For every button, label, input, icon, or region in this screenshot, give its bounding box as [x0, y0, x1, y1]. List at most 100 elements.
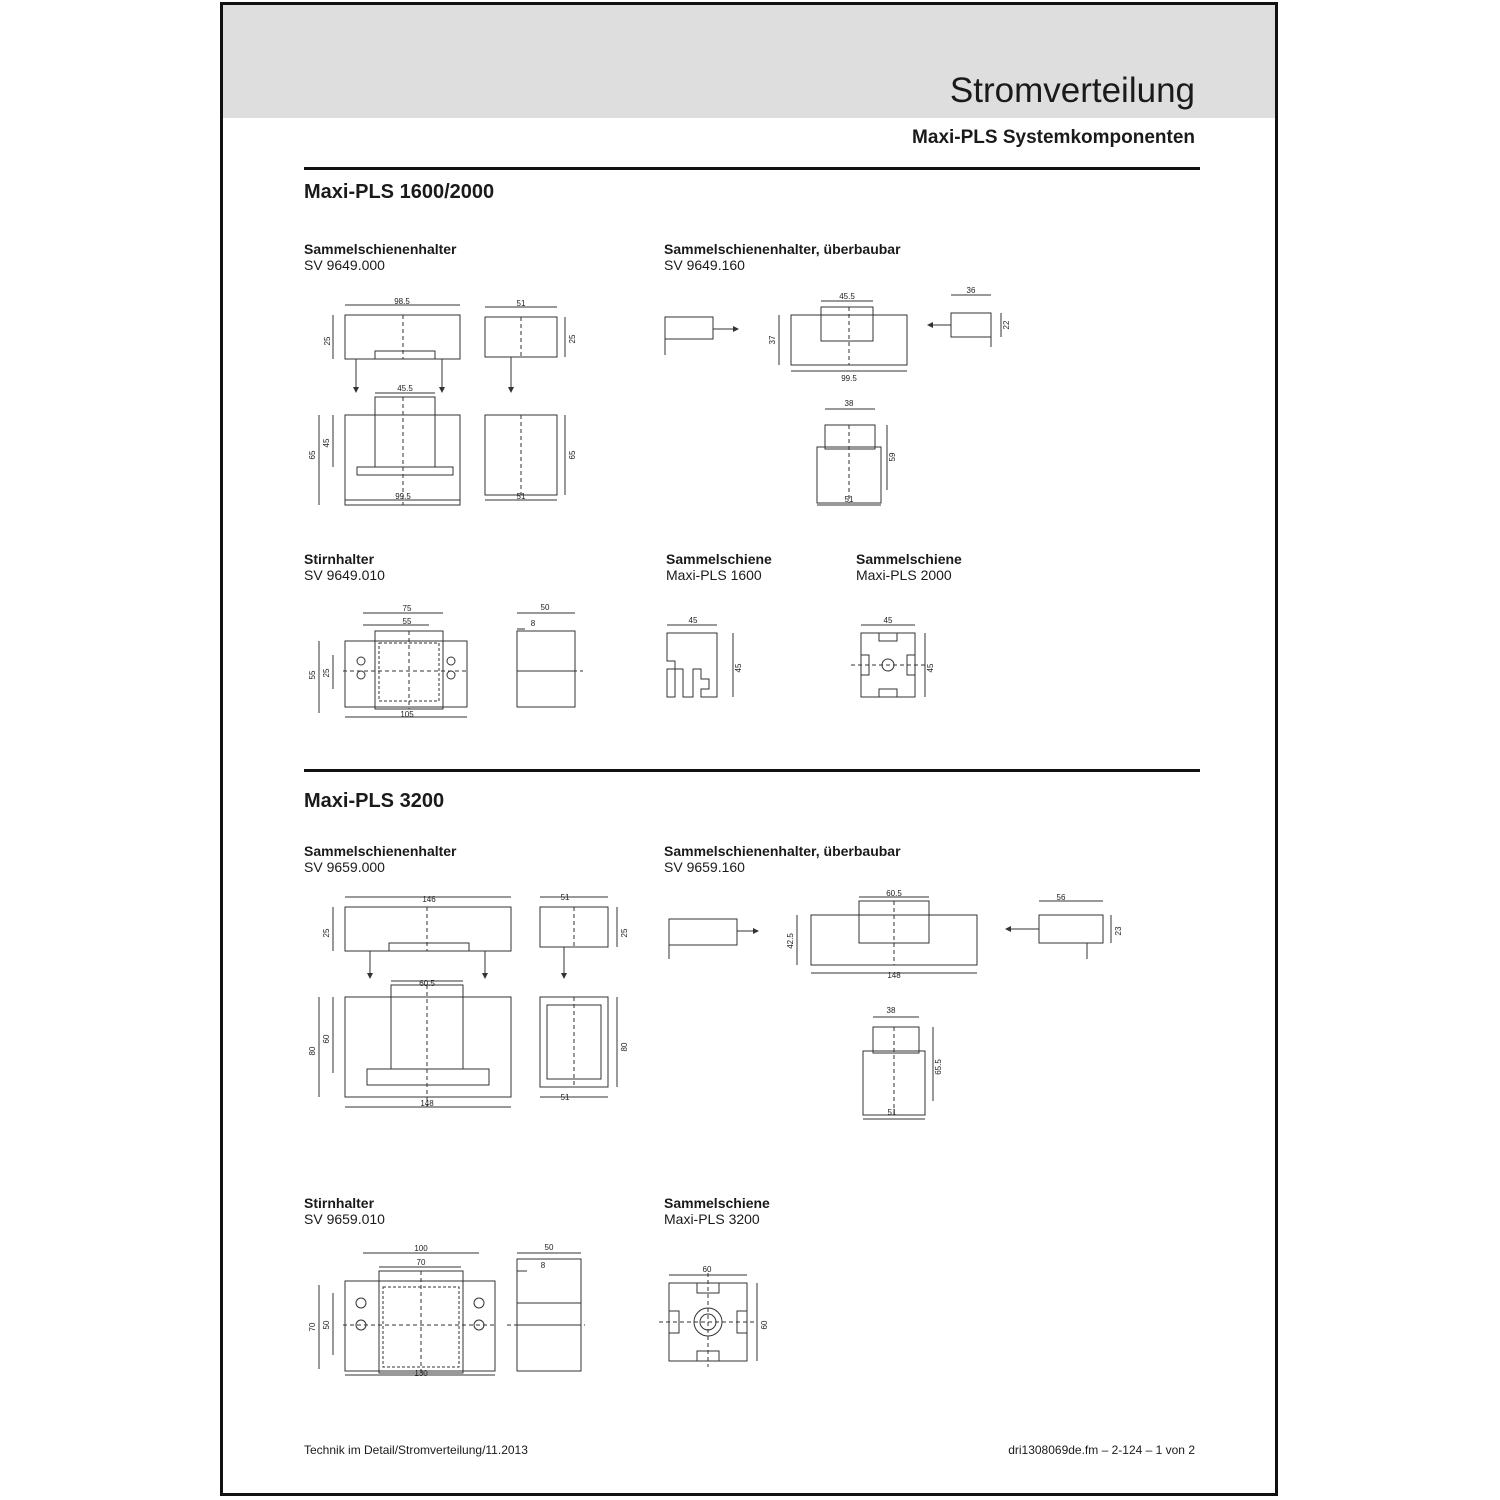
document-subtitle: Maxi-PLS Systemkomponenten	[912, 127, 1195, 148]
dimension-label: 146	[422, 895, 436, 904]
dimension-label: 55	[403, 617, 412, 626]
component-entry: Stirnhalter SV 9659.010	[304, 1195, 385, 1227]
dimension-label: 60	[322, 1034, 331, 1043]
dimension-label: 51	[845, 495, 854, 504]
component-entry: Sammelschienenhalter, überbaubar SV 9659…	[664, 843, 901, 875]
document-page: Stromverteilung Maxi-PLS Systemkomponent…	[220, 2, 1278, 1496]
dimension-label: 50	[541, 603, 550, 612]
component-name: Sammelschiene	[664, 1195, 770, 1211]
dimension-label: 22	[1002, 320, 1011, 329]
dimension-label: 51	[517, 492, 526, 501]
dimension-label: 51	[561, 893, 570, 902]
dimension-label: 37	[768, 335, 777, 344]
dimension-label: 98.5	[394, 297, 410, 306]
section-title: Maxi-PLS 1600/2000	[304, 181, 495, 203]
component-name: Stirnhalter	[304, 551, 375, 567]
dimension-label: 65.5	[934, 1059, 943, 1075]
dimension-label: 8	[541, 1261, 546, 1270]
component-code: SV 9649.000	[304, 257, 385, 273]
dimension-label: 42.5	[786, 933, 795, 949]
document-title: Stromverteilung	[949, 71, 1195, 110]
dimension-label: 60.5	[419, 979, 435, 988]
busbar-holder-overbuildable-drawing: 45.5 37 99.5 36 22 38 59 51	[664, 286, 1011, 506]
dimension-label: 99.5	[395, 492, 411, 501]
dimension-label: 25	[323, 336, 332, 345]
dimension-label: 59	[888, 452, 897, 461]
section-title: Maxi-PLS 3200	[304, 790, 445, 812]
dimension-label: 25	[620, 928, 629, 937]
component-entry: Sammelschiene Maxi-PLS 2000	[856, 551, 962, 583]
dimension-label: 45.5	[397, 384, 413, 393]
component-code: Maxi-PLS 1600	[666, 567, 762, 583]
dimension-label: 56	[1057, 893, 1066, 902]
header-band	[223, 5, 1275, 118]
component-code: Maxi-PLS 3200	[664, 1211, 760, 1227]
component-entry: Sammelschienenhalter SV 9659.000	[304, 843, 457, 875]
dimension-label: 105	[400, 710, 414, 719]
busbar-3200-drawing: 60 60	[659, 1265, 769, 1367]
component-name: Sammelschienenhalter	[304, 843, 457, 859]
component-name: Sammelschiene	[856, 551, 962, 567]
dimension-label: 100	[414, 1244, 428, 1253]
dimension-label: 70	[417, 1258, 426, 1267]
busbar-holder-3200-drawing: 146 25 51 25 60.5 80 60 148 80 51	[308, 893, 629, 1108]
component-code: SV 9649.010	[304, 567, 385, 583]
component-code: SV 9659.010	[304, 1211, 385, 1227]
dimension-label: 45	[926, 663, 935, 672]
end-holder-3200-drawing: 100 70 70 50 130 50 8	[308, 1243, 585, 1378]
component-name: Stirnhalter	[304, 1195, 375, 1211]
dimension-label: 8	[531, 619, 536, 628]
dimension-label: 36	[967, 286, 976, 295]
component-code: SV 9659.000	[304, 859, 385, 875]
dimension-label: 25	[568, 334, 577, 343]
dimension-label: 60	[703, 1265, 712, 1274]
component-entry: Sammelschienenhalter, überbaubar SV 9649…	[664, 241, 901, 273]
dimension-label: 38	[887, 1006, 896, 1015]
dimension-label: 45	[322, 438, 331, 447]
dimension-label: 55	[308, 670, 317, 679]
dimension-label: 45	[884, 616, 893, 625]
component-name: Sammelschienenhalter	[304, 241, 457, 257]
dimension-label: 99.5	[841, 374, 857, 383]
section-divider	[304, 769, 1200, 772]
dimension-label: 80	[308, 1046, 317, 1055]
component-entry: Sammelschienenhalter SV 9649.000	[304, 241, 457, 273]
component-entry: Stirnhalter SV 9649.010	[304, 551, 385, 583]
dimension-label: 25	[322, 928, 331, 937]
dimension-label: 148	[887, 971, 901, 980]
footer-left: Technik im Detail/Stromverteilung/11.201…	[304, 1443, 528, 1457]
dimension-label: 45	[689, 616, 698, 625]
dimension-label: 45	[734, 663, 743, 672]
busbar-holder-overbuildable-3200-drawing: 60.5 42.5 148 56 23 38 65.5 51	[668, 889, 1123, 1120]
component-code: Maxi-PLS 2000	[856, 567, 952, 583]
dimension-label: 80	[620, 1042, 629, 1051]
busbar-2000-drawing: 45 45	[851, 616, 935, 698]
footer-right: dri1308069de.fm – 2-124 – 1 von 2	[1008, 1443, 1195, 1457]
dimension-label: 75	[403, 604, 412, 613]
dimension-label: 65	[568, 450, 577, 459]
dimension-label: 25	[322, 668, 331, 677]
component-entry: Sammelschiene Maxi-PLS 1600	[666, 551, 772, 583]
dimension-label: 51	[888, 1108, 897, 1117]
component-name: Sammelschienenhalter, überbaubar	[664, 843, 901, 859]
dimension-label: 38	[845, 399, 854, 408]
component-code: SV 9659.160	[664, 859, 745, 875]
component-entry: Sammelschiene Maxi-PLS 3200	[664, 1195, 770, 1227]
section-divider	[304, 167, 1200, 170]
busbar-holder-drawing: 98.5 25 51 25 45.5 65 45 99.5 65 51	[308, 297, 577, 506]
dimension-label: 23	[1114, 926, 1123, 935]
component-name: Sammelschiene	[666, 551, 772, 567]
dimension-label: 51	[561, 1093, 570, 1102]
dimension-label: 45.5	[839, 292, 855, 301]
component-code: SV 9649.160	[664, 257, 745, 273]
busbar-1600-drawing: 45 45	[666, 616, 743, 698]
dimension-label: 51	[517, 299, 526, 308]
end-holder-drawing: 75 55 55 25 105 50 8	[308, 603, 583, 719]
dimension-label: 130	[414, 1369, 428, 1378]
dimension-label: 148	[420, 1099, 434, 1108]
dimension-label: 65	[308, 450, 317, 459]
dimension-label: 60.5	[886, 889, 902, 898]
dimension-label: 50	[322, 1320, 331, 1329]
component-name: Sammelschienenhalter, überbaubar	[664, 241, 901, 257]
dimension-label: 50	[545, 1243, 554, 1252]
